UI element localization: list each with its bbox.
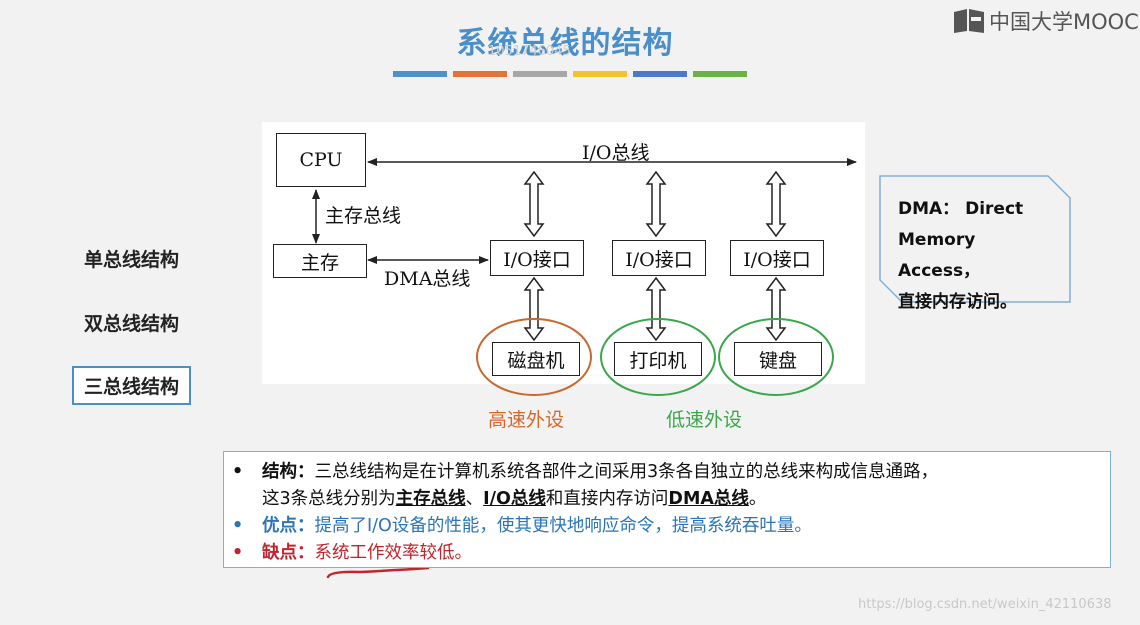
low-speed-ellipse-1	[600, 318, 716, 396]
io-interface-2: I/O接口	[612, 240, 706, 276]
high-speed-label: 高速外设	[488, 409, 565, 431]
sidebar-item-triple-bus[interactable]: 三总线结构	[72, 366, 192, 405]
io-interface-3: I/O接口	[730, 240, 824, 276]
structure-label: 结构：	[262, 462, 315, 482]
mem-bus-label: 主存总线	[325, 205, 402, 227]
structure-line-2: 这3条总线分别为主存总线、I/O总线和直接内存访问DMA总线。	[262, 485, 766, 510]
accent-bar-4	[573, 71, 627, 77]
hollow-arrow-bus-if3	[765, 170, 787, 238]
note-line: DMA： Direct	[898, 199, 1024, 219]
brand-name: 中国大学MOOC	[989, 10, 1139, 34]
io-interface-1: I/O接口	[490, 240, 584, 276]
hollow-arrow-if2-dev2	[645, 276, 667, 342]
bullet: •	[232, 462, 244, 482]
structure-sep: 、	[465, 489, 484, 509]
dma-bus-label: DMA总线	[384, 268, 471, 290]
accent-bar-1	[393, 71, 447, 77]
structure-text-2b: 和直接内存访问	[545, 489, 669, 509]
structure-line-1: • 结构：三总线结构是在计算机系统各部件之间采用3条各自独立的总线来构成信息通路，	[232, 458, 938, 483]
cpu-box: CPU	[276, 133, 366, 187]
footer-url: https://blog.csdn.net/weixin_42110638	[858, 597, 1112, 612]
device-printer: 打印机	[614, 342, 702, 376]
structure-end: 。	[748, 489, 767, 509]
handwritten-underline	[326, 566, 430, 579]
con-line: • 缺点：系统工作效率较低。	[232, 539, 472, 564]
accent-bar-6	[693, 71, 747, 77]
pro-text: 提高了I/O设备的性能，使其更快地响应命令，提高系统吞吐量。	[314, 516, 812, 536]
page-title: 系统总线的结构	[456, 26, 674, 61]
con-label: 缺点：	[262, 543, 315, 563]
con-text: 系统工作效率较低。	[314, 543, 473, 563]
device-disk: 磁盘机	[492, 342, 580, 376]
sidebar-item-dual-bus[interactable]: 双总线结构	[84, 313, 180, 335]
summary-box: • 结构：三总线结构是在计算机系统各部件之间采用3条各自独立的总线来构成信息通路，…	[223, 451, 1111, 568]
structure-text-1: 三总线结构是在计算机系统各部件之间采用3条各自独立的总线来构成信息通路，	[314, 462, 939, 482]
hollow-arrow-bus-if2	[645, 170, 667, 238]
brand-logo: 中国大学MOOC	[952, 6, 1139, 36]
bullet: •	[232, 516, 244, 536]
term-dma-bus: DMA总线	[668, 489, 749, 509]
note-line: Memory Access，	[898, 230, 981, 281]
hollow-arrow-if1-dev1	[523, 276, 545, 342]
hollow-arrow-bus-if1	[523, 170, 545, 238]
device-keyboard: 键盘	[734, 342, 822, 376]
io-bus-label: I/O总线	[582, 142, 650, 164]
hollow-arrow-if3-dev3	[765, 276, 787, 342]
book-icon	[954, 9, 984, 33]
dma-note: DMA： Direct Memory Access， 直接内存访问。	[898, 194, 1058, 318]
low-speed-ellipse-2	[718, 318, 834, 396]
memory-box: 主存	[273, 244, 367, 278]
note-line: 直接内存访问。	[898, 292, 1017, 312]
pro-line: • 优点：提高了I/O设备的性能，使其更快地响应命令，提高系统吞吐量。	[232, 512, 812, 537]
sidebar-item-single-bus[interactable]: 单总线结构	[84, 249, 180, 271]
low-speed-label: 低速外设	[666, 409, 743, 431]
term-mem-bus: 主存总线	[395, 489, 466, 509]
watermark-id: 1051746045	[488, 44, 571, 59]
high-speed-ellipse	[476, 318, 592, 396]
accent-bar-5	[633, 71, 687, 77]
accent-bar-2	[453, 71, 507, 77]
note-callout	[879, 175, 1071, 303]
pro-label: 优点：	[262, 516, 315, 536]
structure-text-2a: 这3条总线分别为	[262, 489, 396, 509]
accent-bar-3	[513, 71, 567, 77]
term-io-bus: I/O总线	[483, 489, 546, 509]
bullet: •	[232, 543, 244, 563]
